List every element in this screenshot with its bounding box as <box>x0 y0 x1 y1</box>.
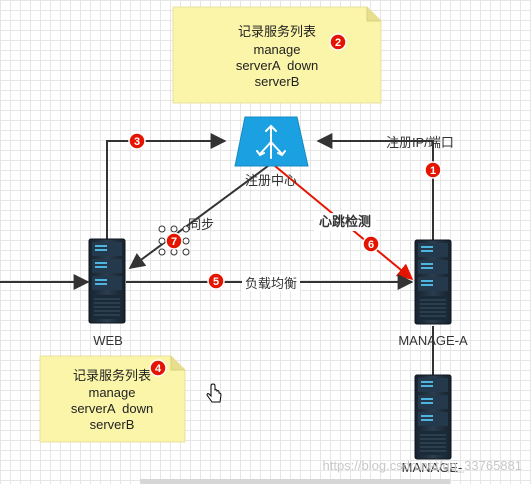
note-top: 记录服务列表 manage serverA down serverB <box>172 6 382 104</box>
note-bottom-badge-number: 4 <box>155 363 162 375</box>
note-top-badge-number: 2 <box>335 37 341 49</box>
badge-register: 1 <box>424 161 442 179</box>
manage-b-server[interactable]: MANAGE- <box>402 374 463 475</box>
edge-register-label: 注册IP/端口 <box>386 135 454 150</box>
edge-heartbeat-label: 心跳检测 <box>319 214 371 229</box>
badge-sync-number: 7 <box>171 236 177 248</box>
badge-heartbeat: 6 <box>362 235 380 253</box>
share-icon <box>256 124 286 159</box>
note-top-line-1: 记录服务列表 <box>238 24 316 39</box>
note-bottom-badge: 4 <box>149 359 167 377</box>
badge-web-to-registry: 3 <box>128 132 146 150</box>
load-balance-label-bg <box>242 275 300 291</box>
web-label: WEB <box>93 333 123 348</box>
edge-register <box>316 133 434 240</box>
registry-label: 注册中心 <box>245 173 297 188</box>
badge-register-number: 1 <box>430 165 436 177</box>
heartbeat-label-bg <box>314 213 376 231</box>
note-top-line-4: serverB <box>255 74 300 89</box>
badge-load-balance-number: 5 <box>213 276 219 288</box>
badge-sync[interactable]: 7 <box>165 232 183 250</box>
edge-web-to-registry <box>106 133 227 240</box>
badge-web-to-registry-number: 3 <box>134 136 140 148</box>
edge-sync <box>128 165 269 269</box>
manage-b-label: MANAGE- <box>402 460 463 475</box>
note-bottom-line-4: serverB <box>90 417 135 432</box>
note-top-badge: 2 <box>329 33 347 51</box>
manage-a-label: MANAGE-A <box>398 333 468 348</box>
registry-node[interactable]: 注册中心 <box>234 116 309 188</box>
manage-a-server[interactable]: MANAGE-A <box>398 239 468 348</box>
watermark: https://blog.csdn.net/qq_33765881 <box>323 458 523 473</box>
edge-sync-label: 同步 <box>188 217 214 232</box>
note-bottom-line-3: serverA down <box>71 401 153 416</box>
note-bottom-line-1: 记录服务列表 <box>73 368 151 383</box>
badge-load-balance: 5 <box>207 272 225 290</box>
note-top-line-3: serverA down <box>236 58 318 73</box>
selection-handles[interactable] <box>158 225 190 256</box>
badge-heartbeat-number: 6 <box>368 239 374 251</box>
web-server[interactable]: WEB <box>88 238 126 348</box>
edge-load-balance-label: 负载均衡 <box>245 276 297 291</box>
note-bottom-line-2: manage <box>89 385 136 400</box>
horizontal-scrollbar[interactable] <box>140 479 450 484</box>
note-bottom: 记录服务列表 manage serverA down serverB <box>39 355 186 443</box>
note-top-line-2: manage <box>254 42 301 57</box>
hand-cursor-icon <box>206 383 222 403</box>
